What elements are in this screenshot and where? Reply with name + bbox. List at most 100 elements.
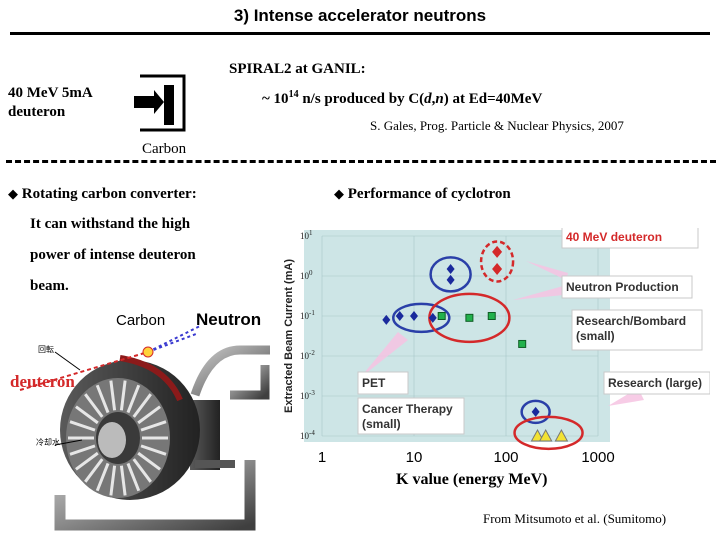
left-line1: It can withstand the high xyxy=(30,216,191,232)
spiral-flux: ~ 1014 n/s produced by C(d,n) at Ed=40Me… xyxy=(262,89,543,107)
annotation-box xyxy=(571,309,703,351)
x-tick-label: 1000 xyxy=(581,449,614,464)
left-heading: ◆ Rotating carbon converter: xyxy=(8,186,197,202)
x-axis-ticks: 1 10 100 1000 xyxy=(318,449,615,464)
bullet-icon: ◆ xyxy=(8,186,18,201)
converter-fin xyxy=(95,462,110,492)
callout-wedge xyxy=(360,332,408,378)
label-neutron-production: Neutron Production xyxy=(561,275,693,299)
annotation-box xyxy=(357,371,409,395)
carbon-target xyxy=(164,85,174,125)
converter-fin xyxy=(95,384,110,414)
converter-fin xyxy=(132,393,152,418)
converter-fin xyxy=(69,420,96,432)
deuteron-beam xyxy=(19,351,149,391)
converter-fin xyxy=(84,393,104,418)
y-tick-exponent: -4 xyxy=(309,429,315,437)
photo-label-carbon: Carbon xyxy=(116,312,166,329)
x-tick-label: 10 xyxy=(406,449,423,464)
data-marker-diamond-red xyxy=(492,262,503,275)
neutron-beam-2 xyxy=(147,333,197,353)
callout-wedge xyxy=(526,261,568,280)
hub-cap xyxy=(98,422,126,458)
cancer-ellipse xyxy=(520,399,551,425)
y-tick-exponent: 0 xyxy=(309,269,313,277)
beam-line2: deuteron xyxy=(8,104,66,120)
annotation-box xyxy=(357,397,465,435)
converter-fin xyxy=(75,451,99,471)
callout-wedge xyxy=(513,283,574,300)
annotation-box xyxy=(603,371,710,395)
target-label: Carbon xyxy=(142,141,187,157)
impact-point xyxy=(142,346,154,358)
slide-title: 3) Intense accelerator neutrons xyxy=(233,6,487,25)
converter-fin xyxy=(109,465,117,496)
neutron-ellipse xyxy=(429,256,472,293)
converter-fin xyxy=(132,458,152,483)
converter-fin xyxy=(109,380,117,411)
photo-label-deuteron: deuteron xyxy=(10,372,75,391)
data-marker-diamond xyxy=(446,274,455,285)
beam-target-diagram xyxy=(134,74,186,132)
converter-fin xyxy=(126,384,141,414)
label-research-bombard: Research/Bombard(small) xyxy=(571,309,703,351)
converter-fin xyxy=(140,444,167,456)
cyclotron-chart: Extracted Beam Current (mA) 10110010-110… xyxy=(283,228,710,464)
data-marker-triangle xyxy=(530,428,545,442)
spiral-heading: SPIRAL2 at GANIL: xyxy=(229,61,366,77)
data-marker-diamond xyxy=(382,314,391,325)
annotation-text: (small) xyxy=(362,417,401,431)
data-marker-diamond-red xyxy=(492,245,503,258)
converter-fins xyxy=(68,380,168,496)
annotation-text: Research/Bombard xyxy=(576,314,686,328)
beam-description: 40 MeV 5mA deuteron xyxy=(8,84,93,122)
converter-fin xyxy=(75,405,99,425)
bullet-icon: ◆ xyxy=(334,186,344,201)
label-research-large: Research (large) xyxy=(603,371,710,395)
cooling-pipe-right xyxy=(230,365,270,400)
beam-line1: 40 MeV 5mA xyxy=(8,85,93,101)
data-marker-triangle xyxy=(554,428,569,442)
photo-label-neutron: Neutron xyxy=(196,310,262,329)
x-tick-label: 100 xyxy=(493,449,518,464)
beam-arrow-shaft xyxy=(134,96,156,108)
label-40mev-deuteron: 40 MeV deuteron xyxy=(561,228,699,249)
data-marker-square xyxy=(487,312,496,320)
converter-fin xyxy=(84,458,104,483)
y-axis-label: Extracted Beam Current (mA) xyxy=(283,259,295,413)
x-axis-label: K value (energy MeV) xyxy=(396,471,548,488)
y-tick-exponent: -2 xyxy=(309,349,315,357)
annotation-text: Neutron Production xyxy=(566,280,679,294)
data-marker-diamond xyxy=(531,406,540,417)
data-marker-square xyxy=(465,313,474,322)
target-housing xyxy=(140,74,186,132)
right-heading: ◆ Performance of cyclotron xyxy=(334,186,511,202)
carbon-ring xyxy=(119,355,183,402)
neutron-beam xyxy=(147,325,201,353)
photo-label-rotation: 回転 xyxy=(38,345,54,354)
leader-line xyxy=(54,351,81,371)
rotating-converter-photo xyxy=(19,325,270,531)
converter-fin xyxy=(140,420,167,432)
section-divider xyxy=(6,160,716,163)
left-line2: power of intense deuteron xyxy=(30,247,196,263)
converter-fin xyxy=(69,444,96,456)
annotation-box xyxy=(561,228,699,249)
y-tick-exponent: -1 xyxy=(309,309,315,317)
data-markers xyxy=(382,245,569,442)
base-pipe xyxy=(54,460,256,531)
deuteron-ellipse xyxy=(479,240,515,283)
y-tick-exponent: 1 xyxy=(309,229,313,237)
data-marker-square xyxy=(518,339,527,348)
annotation-text: Cancer Therapy xyxy=(362,402,453,416)
spiral-reference: S. Gales, Prog. Particle & Nuclear Physi… xyxy=(370,118,624,133)
left-line3: beam. xyxy=(30,278,69,294)
annotation-text: (small) xyxy=(576,329,615,343)
annotation-text: 40 MeV deuteron xyxy=(566,230,662,244)
data-marker-diamond xyxy=(395,311,404,321)
x-tick-label: 1 xyxy=(318,449,326,464)
data-marker-square xyxy=(437,312,446,320)
converter-fin xyxy=(119,465,127,496)
leader-line xyxy=(54,439,83,446)
